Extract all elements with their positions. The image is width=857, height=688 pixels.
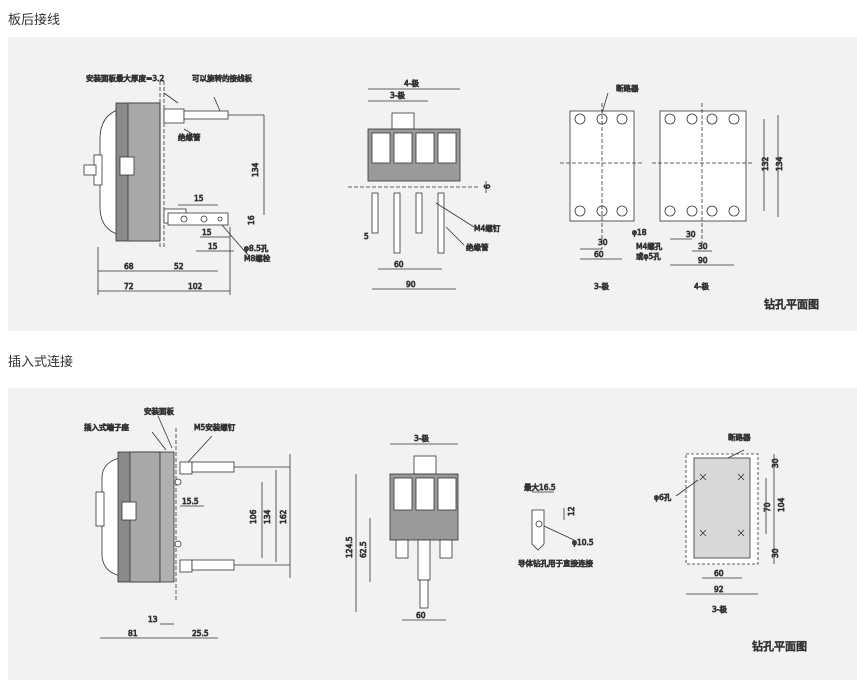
label-phi6: φ6孔 [654, 493, 672, 502]
label-insulating-tube: 绝缘管 [178, 132, 201, 142]
label-dim-134: 134 [251, 162, 260, 177]
label-dim-92: 92 [714, 585, 724, 594]
label-insulating-tube2: 绝缘管 [466, 242, 489, 252]
plugin-panel: 安装面板 插入式端子座 M5安装螺钉 15.5 106 134 162 13 8… [8, 388, 857, 680]
footer-drill-plan-plugin: 钻孔平面图 [752, 639, 807, 653]
label-dim-6: 6 [483, 184, 492, 189]
label-dim-1245: 124.5 [345, 536, 354, 558]
label-pole3: 3-极 [390, 90, 405, 100]
label-dim-104: 104 [777, 497, 786, 512]
label-breaker-plugin: 断路器 [728, 432, 751, 442]
label-hole-85: φ8.5孔 [244, 244, 269, 253]
label-dim-70: 70 [763, 502, 772, 512]
rear-wiring-diagram: 安装面板最大厚度=3.2 可以旋转的接线板 绝缘管 134 15 15 15 1… [83, 73, 819, 311]
label-dim-134b: 134 [775, 156, 784, 171]
plugin-front-view [355, 443, 459, 621]
label-dim-16: 16 [247, 215, 256, 225]
label-dim-132: 132 [761, 156, 770, 171]
label-dim-60-plugin: 60 [416, 611, 426, 620]
plugin-side-view [95, 415, 291, 639]
label-dim-60: 60 [394, 260, 404, 269]
label-dim-15b: 15 [202, 228, 212, 237]
label-dim-625: 62.5 [359, 541, 368, 558]
rear-wiring-panel: 安装面板最大厚度=3.2 可以旋转的接线板 绝缘管 134 15 15 15 1… [8, 37, 857, 331]
label-m5-screw: M5安装螺钉 [194, 422, 236, 432]
label-dim-30a: 30 [598, 238, 608, 247]
drill-plan-3pole [560, 92, 779, 266]
plugin-diagram: 安装面板 插入式端子座 M5安装螺钉 15.5 106 134 162 13 8… [84, 406, 808, 654]
label-max165: 最大16.5 [524, 482, 556, 492]
label-dim-162: 162 [279, 509, 288, 524]
label-dim-102: 102 [188, 282, 203, 291]
label-pole3-b: 3-极 [594, 281, 609, 291]
label-dim-30b: 30 [686, 230, 696, 239]
label-bolt-m8: M8螺栓 [244, 253, 271, 263]
label-dim-15c: 15 [208, 242, 218, 251]
label-panel-thickness: 安装面板最大厚度=3.2 [86, 73, 164, 83]
label-dim-155: 15.5 [182, 497, 199, 506]
label-breaker: 断路器 [616, 83, 639, 93]
label-pole4-b: 4-极 [694, 281, 709, 291]
label-dim-60b-plugin: 60 [714, 569, 724, 578]
plugin-drill-plan [675, 449, 775, 595]
label-phi105: φ10.5 [572, 538, 594, 547]
label-dim-255: 25.5 [192, 629, 209, 638]
label-dim-5: 5 [364, 232, 369, 241]
label-dim-90: 90 [406, 280, 416, 289]
label-pole4: 4-极 [404, 78, 419, 88]
label-plug-socket: 插入式端子座 [84, 422, 129, 432]
label-dim-90b: 90 [698, 256, 708, 265]
label-rotatable-board: 可以旋转的接线板 [192, 73, 252, 83]
label-dim-52: 52 [174, 262, 184, 271]
label-dim-81: 81 [128, 629, 138, 638]
label-dim-106: 106 [249, 509, 258, 524]
label-conductor-note: 导体钻孔用于直接连接 [518, 558, 593, 568]
label-dim-12: 12 [567, 506, 576, 516]
label-pole3-plugin: 3-极 [414, 433, 429, 443]
label-dim-30b-plugin: 30 [771, 548, 780, 558]
front-view-breaker [348, 88, 487, 290]
label-dim-72: 72 [124, 282, 134, 291]
side-view-breaker [83, 81, 265, 295]
label-or-phi5: 或φ5孔 [636, 251, 661, 261]
label-dim-30a-plugin: 30 [771, 458, 780, 468]
label-dim-60b: 60 [594, 250, 604, 259]
label-phi18: φ18 [632, 228, 647, 237]
label-dim-134-plugin: 134 [263, 509, 272, 524]
conductor-detail [531, 491, 575, 551]
section-title-rear-wiring: 板后接线 [8, 13, 61, 28]
label-mount-panel: 安装面板 [144, 406, 174, 416]
label-screw-m4: M4螺钉 [474, 223, 501, 233]
label-dim-68: 68 [124, 262, 134, 271]
section-title-plugin: 插入式连接 [8, 355, 74, 370]
label-dim-13: 13 [148, 615, 158, 624]
label-dim-30c: 30 [698, 242, 708, 251]
label-m4-hole: M4螺孔 [636, 241, 663, 251]
label-dim-15a: 15 [194, 194, 204, 203]
footer-drill-plan: 钻孔平面图 [764, 297, 819, 311]
label-pole3-b-plugin: 3-极 [712, 604, 727, 614]
